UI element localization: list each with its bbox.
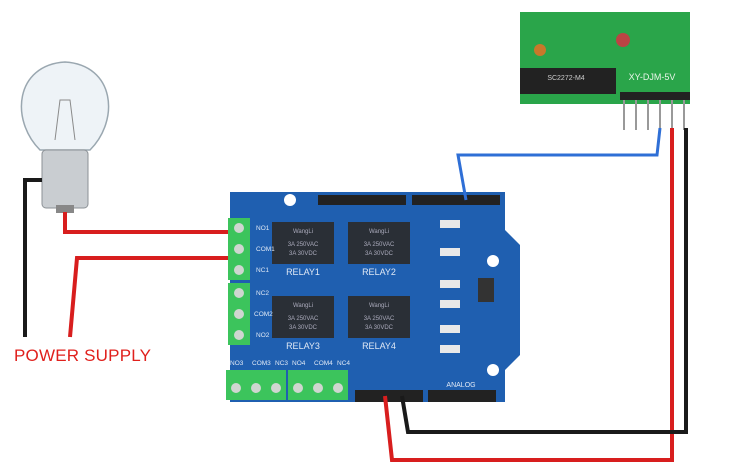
relay1-spec: 3A 250VAC [288,242,319,248]
wire-bulb-red [63,212,232,234]
receiver-chip-label: SC2272-M4 [547,75,584,82]
relay4-spec: 3A 250VAC [364,316,395,322]
terminal-labels: NO1 COM1 NC1 NC2 COM2 NO2 NO3 COM3 NC3 N… [230,225,350,367]
relay4-brand: WangLi [369,303,389,309]
wire-vcc-red [383,128,674,462]
relay4-spec-dc: 3A 30VDC [365,325,394,331]
relay2-label: RELAY2 [362,267,396,277]
relay2-spec-dc: 3A 30VDC [365,251,394,257]
receiver-model-label: XY-DJM-5V [629,72,676,82]
label-nc3: NC3 [275,360,288,367]
label-no2: NO2 [256,332,270,339]
label-nc1: NC1 [256,267,269,274]
terminal-block-relay2 [228,283,250,345]
rf-receiver-module: SC2272-M4 XY-DJM-5V [520,12,690,130]
terminal-block-relay1 [228,218,250,280]
relay1-spec-dc: 3A 30VDC [289,251,318,257]
label-no4: NO4 [292,360,306,367]
analog-label: ANALOG [446,382,475,389]
wire-bulb-black [23,178,42,337]
label-com3: COM3 [252,360,271,367]
power-supply-label: POWER SUPPLY [14,346,152,365]
terminal-block-relay3 [226,370,286,400]
wire-gnd-black [400,128,688,434]
label-nc4: NC4 [337,360,350,367]
relay3-brand: WangLi [293,303,313,309]
relay-shield: WangLi WangLi WangLi WangLi 3A 250VAC 3A… [230,192,520,402]
label-no1: NO1 [256,225,270,232]
wire-signal-blue [456,127,662,201]
relay2-brand: WangLi [369,229,389,235]
relay3-spec: 3A 250VAC [288,316,319,322]
relay3-spec-dc: 3A 30VDC [289,325,318,331]
relay1-brand: WangLi [293,229,313,235]
label-nc2: NC2 [256,290,269,297]
light-bulb [20,61,110,213]
label-no3: NO3 [230,360,244,367]
relay3-label: RELAY3 [286,341,320,351]
wire-supply-red [68,256,232,338]
relay2-spec: 3A 250VAC [364,242,395,248]
label-com2: COM2 [254,311,273,318]
label-com1: COM1 [256,246,275,253]
relay4-label: RELAY4 [362,341,396,351]
terminal-block-relay4 [288,370,348,400]
relay1-label: RELAY1 [286,267,320,277]
label-com4: COM4 [314,360,333,367]
